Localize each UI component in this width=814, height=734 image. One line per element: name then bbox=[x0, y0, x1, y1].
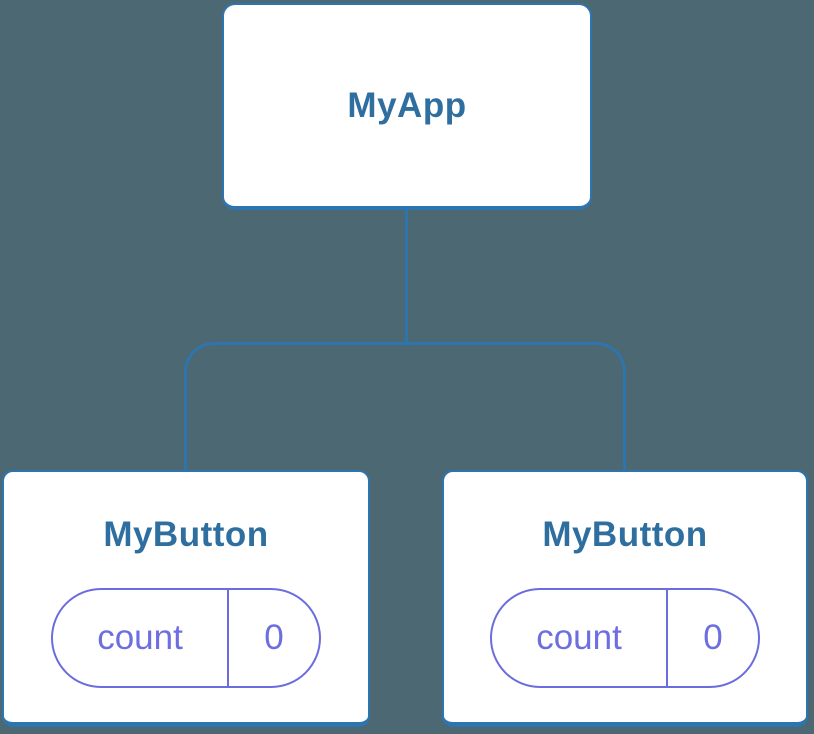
node-myapp-label: MyApp bbox=[347, 85, 467, 125]
state-pill-divider-right bbox=[666, 590, 668, 686]
node-myapp: MyApp bbox=[222, 3, 592, 210]
state-value-right: 0 bbox=[703, 618, 723, 657]
connector-stem-line bbox=[405, 209, 408, 343]
state-pill-right: count 0 bbox=[490, 588, 760, 688]
node-mybutton-left-label: MyButton bbox=[103, 515, 269, 554]
state-value-left: 0 bbox=[264, 618, 284, 657]
state-pill-divider-left bbox=[227, 590, 229, 686]
node-mybutton-right-label: MyButton bbox=[542, 515, 708, 554]
node-mybutton-right: MyButton count 0 bbox=[442, 470, 808, 727]
state-key-right: count bbox=[536, 618, 622, 657]
connector-branch-bracket bbox=[184, 342, 626, 472]
node-mybutton-left: MyButton count 0 bbox=[2, 470, 370, 727]
state-pill-left: count 0 bbox=[51, 588, 321, 688]
state-key-left: count bbox=[97, 618, 183, 657]
